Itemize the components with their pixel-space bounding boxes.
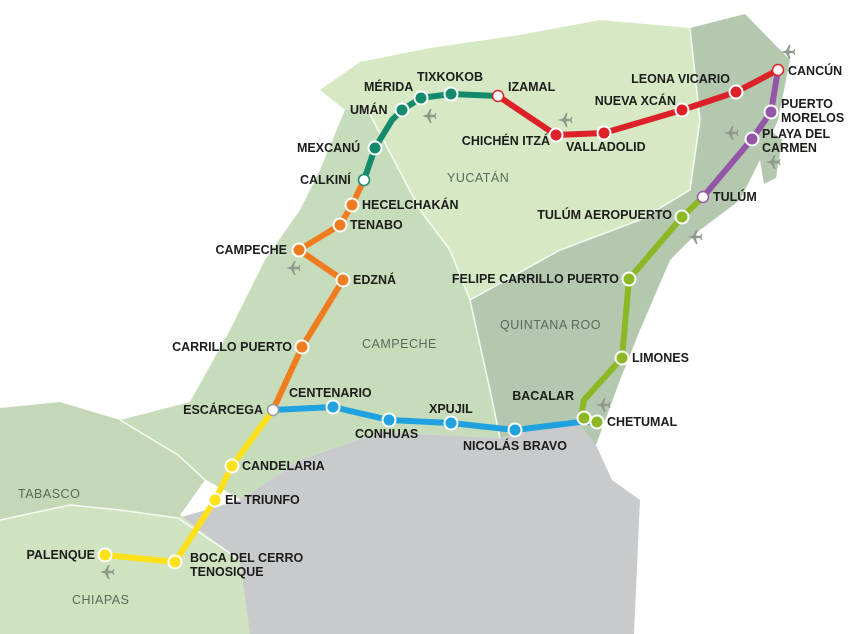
station-label-pmorelos: MORELOS — [781, 111, 844, 125]
station-marker-hecel[interactable] — [344, 197, 360, 213]
station-label-boca: TENOSIQUE — [190, 565, 264, 579]
station-marker-tixkokob[interactable] — [443, 86, 459, 102]
station-marker-tulumaero[interactable] — [674, 209, 690, 225]
station-label-candelaria: CANDELARIA — [242, 459, 325, 473]
tabasco-area — [0, 402, 205, 520]
airplane-icon — [781, 45, 796, 59]
station-label-edzna: EDZNÁ — [353, 272, 396, 287]
airplane-icon — [724, 126, 739, 140]
station-marker-merida[interactable] — [413, 90, 429, 106]
station-label-calkini: CALKINÍ — [300, 172, 351, 187]
station-label-playa: CARMEN — [762, 141, 817, 155]
station-label-uman: UMÁN — [350, 102, 388, 117]
station-label-felipe: FELIPE CARRILLO PUERTO — [452, 272, 619, 286]
station-marker-playa[interactable] — [744, 131, 760, 147]
station-marker-tulum[interactable] — [696, 190, 710, 204]
station-marker-mexcanu[interactable] — [367, 140, 383, 156]
station-label-campeche: CAMPECHE — [215, 243, 287, 257]
airplane-icon — [596, 398, 611, 412]
airplane-icon — [286, 261, 301, 275]
station-marker-carrillo[interactable] — [294, 339, 310, 355]
station-marker-nuevaxcan[interactable] — [674, 102, 690, 118]
station-label-carrillo: CARRILLO PUERTO — [172, 340, 292, 354]
station-marker-bacalar[interactable] — [576, 410, 592, 426]
station-marker-xpujil[interactable] — [443, 415, 459, 431]
region-label-chiapas: CHIAPAS — [72, 593, 129, 607]
station-marker-boca[interactable] — [167, 554, 183, 570]
station-marker-candelaria[interactable] — [224, 458, 240, 474]
station-label-hecel: HECELCHAKÁN — [362, 197, 459, 212]
station-label-nicolas: NICOLÁS BRAVO — [463, 438, 567, 453]
station-label-chetumal: CHETUMAL — [607, 415, 677, 429]
region-labels: YUCATÁN CAMPECHE QUINTANA ROO TABASCO CH… — [18, 170, 601, 607]
station-marker-tenabo[interactable] — [332, 217, 348, 233]
station-label-tulumaero: TULÚM AEROPUERTO — [537, 207, 672, 222]
station-marker-edzna[interactable] — [335, 272, 351, 288]
station-marker-limones[interactable] — [614, 350, 630, 366]
airplane-icon — [422, 109, 437, 123]
station-label-chichen: CHICHÉN ITZÁ — [462, 133, 550, 148]
region-label-quintana-roo: QUINTANA ROO — [500, 318, 601, 332]
rail-line-red — [495, 67, 781, 138]
station-label-centenario: CENTENARIO — [289, 386, 372, 400]
airplane-icon — [766, 155, 781, 169]
station-label-palenque: PALENQUE — [26, 548, 95, 562]
station-label-boca: BOCA DEL CERRO — [190, 551, 303, 565]
station-marker-palenque[interactable] — [97, 547, 113, 563]
station-label-tixkokob: TIXKOKOB — [417, 70, 483, 84]
station-label-playa: PLAYA DEL — [762, 127, 830, 141]
station-marker-pmorelos[interactable] — [763, 104, 779, 120]
station-marker-chetumal[interactable] — [589, 414, 605, 430]
station-marker-chichen[interactable] — [548, 127, 564, 143]
station-label-mexcanu: MEXCANÚ — [297, 140, 360, 155]
airplane-icon — [100, 565, 115, 579]
station-marker-conhuas[interactable] — [381, 412, 397, 428]
station-marker-triunfo[interactable] — [207, 492, 223, 508]
station-label-escarcega: ESCÁRCEGA — [183, 402, 263, 417]
station-labels-layer: CANCÚN LEONA VICARIO NUEVA XCÁN VALLADOLID C… — [26, 63, 844, 579]
quintana-roo-area — [470, 14, 790, 445]
station-label-xpujil: XPUJIL — [429, 402, 473, 416]
land-layer — [0, 14, 790, 634]
station-marker-campeche[interactable] — [291, 242, 307, 258]
station-marker-calkini[interactable] — [357, 173, 371, 187]
region-label-tabasco: TABASCO — [18, 487, 80, 501]
station-label-cancun: CANCÚN — [788, 63, 842, 78]
station-marker-izamal[interactable] — [491, 89, 505, 103]
rail-line-purple — [700, 67, 781, 200]
station-marker-escarcega[interactable] — [266, 403, 280, 417]
station-marker-nicolas[interactable] — [507, 422, 523, 438]
station-label-leona: LEONA VICARIO — [631, 72, 730, 86]
station-marker-leona[interactable] — [728, 84, 744, 100]
station-marker-centenario[interactable] — [325, 399, 341, 415]
station-marker-uman[interactable] — [394, 102, 410, 118]
region-label-campeche: CAMPECHE — [362, 337, 437, 351]
state-borders — [0, 27, 701, 561]
station-label-izamal: IZAMAL — [508, 80, 556, 94]
station-label-pmorelos: PUERTO — [781, 97, 833, 111]
station-marker-felipe[interactable] — [621, 271, 637, 287]
station-label-tulum: TULÚM — [713, 189, 757, 204]
station-label-merida: MÉRIDA — [364, 79, 413, 94]
airplane-icon — [558, 113, 573, 127]
station-label-triunfo: EL TRIUNFO — [225, 493, 300, 507]
station-marker-cancun[interactable] — [771, 63, 785, 77]
station-label-tenabo: TENABO — [350, 218, 403, 232]
station-label-limones: LIMONES — [632, 351, 689, 365]
guatemala-belize-area — [178, 420, 640, 634]
airports-layer — [100, 45, 796, 579]
stations-layer — [97, 63, 785, 570]
cozumel-island — [760, 130, 782, 184]
region-label-yucatan: YUCATÁN — [447, 170, 509, 185]
airplane-icon — [688, 230, 703, 244]
station-label-valladolid: VALLADOLID — [566, 140, 646, 154]
station-label-conhuas: CONHUAS — [355, 427, 418, 441]
yucatan-area — [320, 20, 700, 300]
station-label-nuevaxcan: NUEVA XCÁN — [595, 93, 676, 108]
station-label-bacalar: BACALAR — [512, 389, 574, 403]
campeche-area — [120, 105, 500, 500]
station-marker-valladolid[interactable] — [596, 125, 612, 141]
